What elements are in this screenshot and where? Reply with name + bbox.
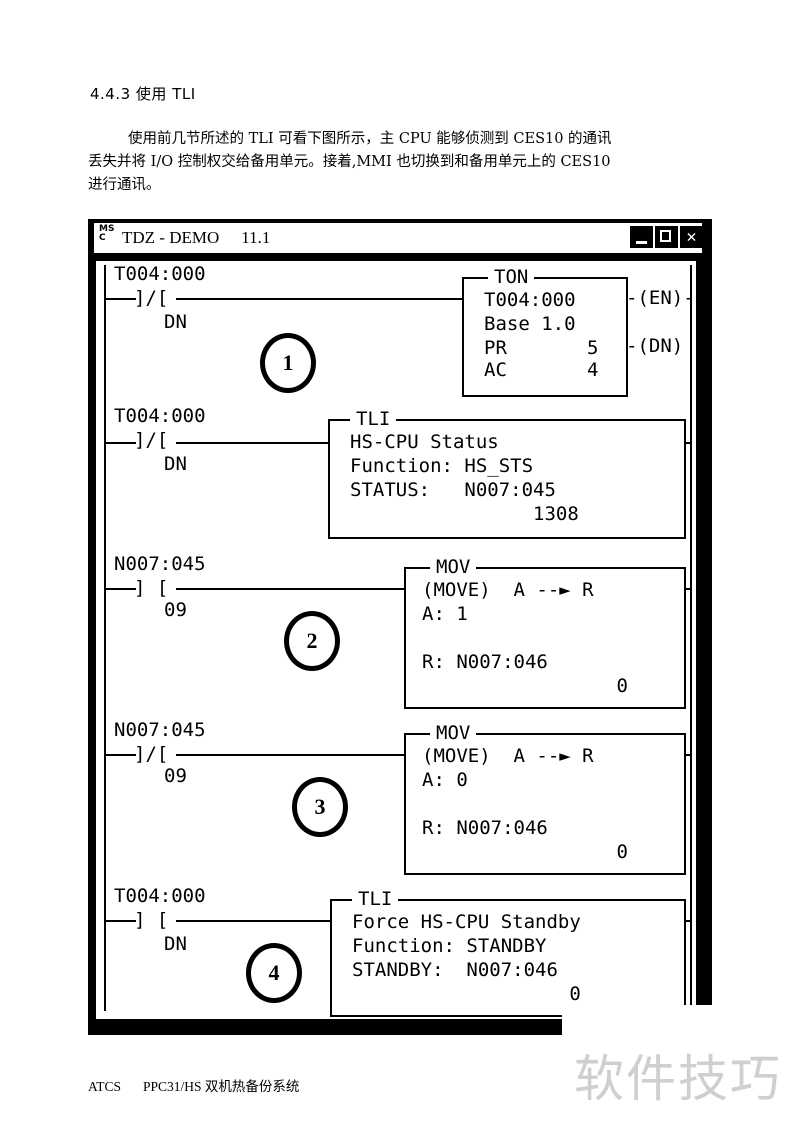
xio-contact[interactable]: ]/[: [134, 287, 169, 309]
contact-address: N007:045: [114, 719, 206, 741]
rung-wire: [106, 920, 136, 922]
window-version: 11.1: [241, 228, 271, 247]
instruction-line: STATUS: N007:045: [350, 479, 556, 501]
contact-bit: DN: [164, 311, 187, 333]
watermark: 软件技巧: [568, 1035, 782, 1115]
rung-wire: [684, 754, 692, 756]
contact-bit: 09: [164, 765, 187, 787]
rung-wire: [106, 298, 136, 300]
dest-r: R: N007:046: [422, 817, 548, 839]
contact-address: T004:000: [114, 885, 206, 907]
rung-wire: [176, 442, 328, 444]
tli-instruction-box[interactable]: TLI Force HS-CPU Standby Function: STAND…: [330, 888, 686, 1017]
xic-contact[interactable]: ] [: [134, 909, 169, 931]
dest-value: 0: [422, 675, 628, 697]
instruction-line: Force HS-CPU Standby: [352, 911, 581, 933]
instruction-line: Base 1.0: [484, 313, 576, 335]
contact-address: T004:000: [114, 405, 206, 427]
rung-wire: [176, 588, 404, 590]
contact-address: T004:000: [114, 263, 206, 285]
instruction-line: STANDBY: N007:046: [352, 959, 558, 981]
ladder-canvas[interactable]: T004:000 ]/[ DN 1 TON T004:000 Base 1.0 …: [96, 261, 696, 1019]
app-icon: MS C: [99, 224, 115, 243]
instruction-line: AC 4: [484, 359, 599, 381]
ton-instruction-box[interactable]: TON T004:000 Base 1.0 PR 5 AC 4: [462, 266, 628, 397]
rung-wire: [176, 754, 404, 756]
rung-wire: [684, 442, 692, 444]
source-a: A: 0: [422, 769, 468, 791]
maximize-icon: [660, 230, 671, 242]
footer-system: PPC31/HS 双机热备份系统: [143, 1079, 300, 1094]
instruction-type: MOV: [430, 556, 477, 578]
rung-wire: [106, 588, 136, 590]
instruction-line: T004:000: [484, 289, 576, 311]
paragraph-line: 进行通讯。: [88, 177, 161, 193]
en-output: -(EN)-: [626, 287, 695, 309]
rung-wire: [684, 920, 692, 922]
instruction-type: TLI: [352, 888, 399, 910]
instruction-line: (MOVE) A --► R: [422, 745, 594, 767]
standby-value: 0: [352, 983, 581, 1005]
dest-r: R: N007:046: [422, 651, 548, 673]
dest-value: 0: [422, 841, 628, 863]
close-button[interactable]: ✕: [680, 226, 703, 248]
rung-wire: [106, 442, 136, 444]
tli-instruction-box[interactable]: TLI HS-CPU Status Function: HS_STS STATU…: [328, 408, 686, 539]
title-bar[interactable]: MS C TDZ - DEMO 11.1 ✕: [94, 223, 703, 253]
instruction-type: TLI: [350, 408, 397, 430]
callout-marker: 3: [292, 777, 348, 837]
instruction-line: (MOVE) A --► R: [422, 579, 594, 601]
window-title-text: TDZ - DEMO: [122, 228, 220, 247]
rung-wire: [684, 588, 692, 590]
contact-bit: 09: [164, 599, 187, 621]
contact-bit: DN: [164, 453, 187, 475]
instruction-line: Function: STANDBY: [352, 935, 547, 957]
dn-output: -(DN): [626, 335, 684, 357]
xic-contact[interactable]: ] [: [134, 577, 169, 599]
minimize-button[interactable]: [630, 226, 653, 248]
xio-contact[interactable]: ]/[: [134, 743, 169, 765]
callout-marker: 1: [260, 333, 316, 393]
left-power-rail: [104, 265, 106, 1011]
section-heading: 4.4.3 使用 TLI: [90, 85, 196, 103]
mov-instruction-box[interactable]: MOV (MOVE) A --► R A: 0 R: N007:046 0: [404, 722, 686, 875]
rung-wire: [106, 754, 136, 756]
minimize-icon: [636, 241, 647, 244]
instruction-type: TON: [488, 266, 535, 288]
maximize-button[interactable]: [655, 226, 678, 248]
page-footer: ATCS PPC31/HS 双机热备份系统: [88, 1075, 299, 1095]
xio-contact[interactable]: ]/[: [134, 429, 169, 451]
rung-wire: [176, 920, 330, 922]
status-value: 1308: [350, 503, 579, 525]
callout-marker: 2: [284, 611, 340, 671]
right-power-rail: [690, 265, 692, 1011]
callout-marker: 4: [246, 943, 302, 1003]
paragraph-line: 丢失并将 I/O 控制权交给备用单元。接着,MMI 也切换到和备用单元上的 CE…: [88, 154, 611, 170]
instruction-line: HS-CPU Status: [350, 431, 499, 453]
contact-bit: DN: [164, 933, 187, 955]
instruction-line: Function: HS_STS: [350, 455, 534, 477]
rung-wire: [176, 298, 462, 300]
close-icon: ✕: [686, 227, 697, 247]
window-title: TDZ - DEMO 11.1: [122, 228, 270, 248]
ladder-window: MS C TDZ - DEMO 11.1 ✕ T004:000 ]/[ DN 1 …: [88, 219, 712, 1035]
footer-brand: ATCS: [88, 1079, 122, 1094]
source-a: A: 1: [422, 603, 468, 625]
contact-address: N007:045: [114, 553, 206, 575]
paragraph-line: 使用前几节所述的 TLI 可看下图所示，主 CPU 能够侦测到 CES10 的通…: [128, 131, 612, 147]
mov-instruction-box[interactable]: MOV (MOVE) A --► R A: 1 R: N007:046 0: [404, 556, 686, 709]
instruction-line: PR 5: [484, 337, 599, 359]
instruction-type: MOV: [430, 722, 477, 744]
section-paragraph: 使用前几节所述的 TLI 可看下图所示，主 CPU 能够侦测到 CES10 的通…: [88, 128, 728, 197]
